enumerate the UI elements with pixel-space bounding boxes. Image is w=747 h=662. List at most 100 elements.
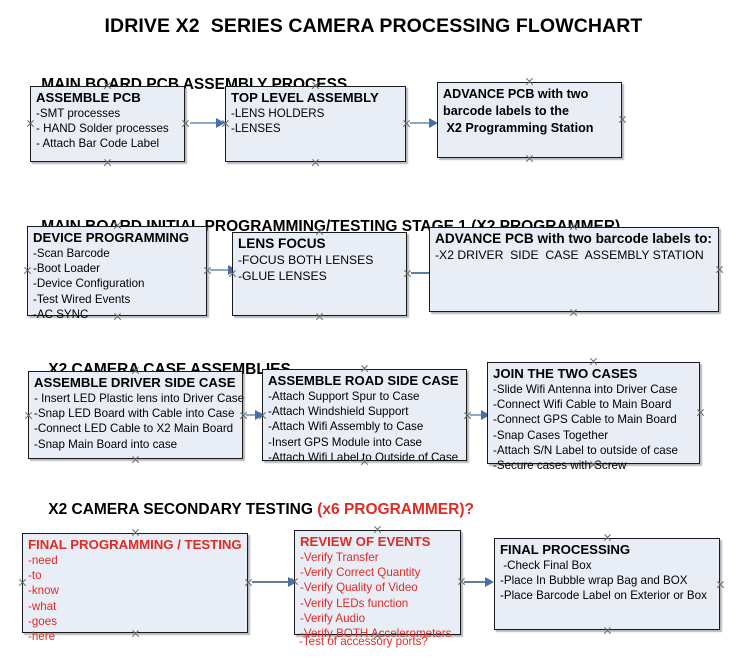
box-line: -Snap LED Board with Cable into Case xyxy=(34,407,235,421)
box-content: DEVICE PROGRAMMING -Scan Barcode -Boot L… xyxy=(28,227,206,322)
arrow-shaft xyxy=(252,581,289,583)
box-content: ASSEMBLE PCB -SMT processes - HAND Solde… xyxy=(31,87,184,152)
box-line: barcode labels to the xyxy=(443,104,569,118)
box-title: ASSEMBLE PCB xyxy=(36,90,141,105)
box-content: ASSEMBLE DRIVER SIDE CASE - Insert LED P… xyxy=(29,372,245,452)
process-box-final-programming-testing[interactable]: FINAL PROGRAMMING / TESTING -need -to -k… xyxy=(22,533,248,643)
connector-arrow xyxy=(190,118,225,128)
process-box-review-of-events[interactable]: REVIEW OF EVENTS -Verify Transfer -Verif… xyxy=(294,530,461,640)
box-line: -FOCUS BOTH LENSES xyxy=(238,253,374,267)
box-line: -Device Configuration xyxy=(33,277,145,291)
process-box-advance-pcb-programming-station[interactable]: ADVANCE PCB with two barcode labels to t… xyxy=(437,82,622,158)
process-box-assemble-road-side-case[interactable]: ASSEMBLE ROAD SIDE CASE -Attach Support … xyxy=(262,369,467,464)
box-overflow-line: -Test of accessory ports? xyxy=(299,635,428,648)
arrow-head-icon xyxy=(288,577,297,587)
box-title: ASSEMBLE ROAD SIDE CASE xyxy=(268,373,459,388)
box-title: ADVANCE PCB with two barcode labels to: xyxy=(435,231,712,246)
box-title: DEVICE PROGRAMMING xyxy=(33,230,190,245)
box-title: JOIN THE TWO CASES xyxy=(493,366,638,381)
box-line: -Snap Cases Together xyxy=(493,428,609,442)
box-line: -Connect LED Cable to X2 Main Board xyxy=(34,422,234,436)
connector-arrow xyxy=(252,577,297,587)
box-line: -LENS HOLDERS xyxy=(231,107,325,120)
arrow-head-icon xyxy=(429,118,438,128)
section-heading-x2-camera-secondary-testing: X2 CAMERA SECONDARY TESTING (x6 PROGRAMM… xyxy=(31,483,474,537)
box-line: -Place Barcode Label on Exterior or Box xyxy=(500,589,707,603)
section-heading-text: X2 CAMERA SECONDARY TESTING xyxy=(48,501,318,518)
box-line: -Verify LEDs function xyxy=(300,596,409,610)
arrow-shaft xyxy=(411,272,430,274)
process-box-final-processing[interactable]: FINAL PROCESSING -Check Final Box -Place… xyxy=(494,538,720,630)
arrow-shaft xyxy=(190,122,217,124)
box-content: ASSEMBLE ROAD SIDE CASE -Attach Support … xyxy=(263,370,466,465)
process-box-device-programming[interactable]: DEVICE PROGRAMMING -Scan Barcode -Boot L… xyxy=(27,226,207,321)
box-line: -Attach Wifi Assembly to Case xyxy=(268,420,424,434)
box-line: -Verify Quality of Video xyxy=(300,581,418,595)
arrow-shaft xyxy=(210,269,229,271)
box-line: -Connect Wifi Cable to Main Board xyxy=(493,398,672,412)
box-line: -Verify Correct Quantity xyxy=(300,566,421,580)
box-line: -what xyxy=(28,599,57,613)
process-box-advance-pcb-driver-side-case[interactable]: ADVANCE PCB with two barcode labels to: … xyxy=(429,227,719,312)
box-content: ADVANCE PCB with two barcode labels to: … xyxy=(430,228,718,263)
box-title: ASSEMBLE DRIVER SIDE CASE xyxy=(34,375,236,390)
arrow-shaft xyxy=(246,414,256,416)
box-line: -Boot Loader xyxy=(33,262,101,276)
box-line: -here xyxy=(28,630,56,644)
process-box-assemble-driver-side-case[interactable]: ASSEMBLE DRIVER SIDE CASE - Insert LED P… xyxy=(28,371,245,459)
box-content: TOP LEVEL ASSEMBLY -LENS HOLDERS -LENSES xyxy=(226,87,405,136)
box-title: FINAL PROCESSING xyxy=(500,542,631,557)
arrow-head-icon xyxy=(255,410,264,420)
box-line: X2 Programming Station xyxy=(443,121,594,135)
box-line: - HAND Solder processes xyxy=(36,122,169,136)
box-line: -to xyxy=(28,569,42,583)
arrow-shaft xyxy=(410,122,430,124)
box-line: -Attach Wifi Label to Outside of Case xyxy=(268,450,459,464)
box-content: FINAL PROCESSING -Check Final Box -Place… xyxy=(495,539,719,604)
box-title: REVIEW OF EVENTS xyxy=(300,534,431,549)
box-content: FINAL PROGRAMMING / TESTING -need -to -k… xyxy=(23,534,247,644)
box-title: TOP LEVEL ASSEMBLY xyxy=(231,90,379,105)
connector-arrow xyxy=(246,410,264,420)
page-title: IDRIVE X2 SERIES CAMERA PROCESSING FLOWC… xyxy=(104,15,643,37)
box-line: -SMT processes xyxy=(36,107,121,120)
arrow-shaft xyxy=(464,581,486,583)
arrow-head-icon xyxy=(216,118,225,128)
connector-arrow xyxy=(464,577,494,587)
box-line: - Insert LED Plastic lens into Driver Ca… xyxy=(34,392,245,405)
connector-arrow xyxy=(470,410,490,420)
arrow-head-icon xyxy=(485,577,494,587)
section-heading-note: (x6 PROGRAMMER)? xyxy=(317,501,474,518)
box-line: -Check Final Box xyxy=(500,559,592,572)
box-line: -Verify Transfer xyxy=(300,551,379,564)
process-box-top-level-assembly[interactable]: TOP LEVEL ASSEMBLY -LENS HOLDERS -LENSES xyxy=(225,86,406,162)
box-line: -X2 DRIVER SIDE CASE ASSEMBLY STATION xyxy=(435,248,704,262)
connector-arrow xyxy=(410,118,438,128)
box-line: - Attach Bar Code Label xyxy=(36,137,160,151)
arrow-shaft xyxy=(470,414,482,416)
box-line: -goes xyxy=(28,614,58,628)
box-line: -Attach Windshield Support xyxy=(268,405,409,419)
box-line: -Verify BOTH Accelerometers xyxy=(300,627,452,641)
box-line: -Slide Wifi Antenna into Driver Case xyxy=(493,383,678,396)
box-content: REVIEW OF EVENTS -Verify Transfer -Verif… xyxy=(295,531,460,641)
process-box-assemble-pcb[interactable]: ASSEMBLE PCB -SMT processes - HAND Solde… xyxy=(30,86,185,162)
box-title: FINAL PROGRAMMING / TESTING xyxy=(28,537,242,552)
box-line: -Attach S/N Label to outside of case xyxy=(493,443,678,457)
box-line: -Secure cases with Screw xyxy=(493,459,627,473)
box-line: -Place In Bubble wrap Bag and BOX xyxy=(500,574,688,588)
box-line: -know xyxy=(28,584,59,598)
box-content: LENS FOCUS -FOCUS BOTH LENSES -GLUE LENS… xyxy=(233,233,406,284)
process-box-lens-focus[interactable]: LENS FOCUS -FOCUS BOTH LENSES -GLUE LENS… xyxy=(232,232,407,316)
box-line: -Attach Support Spur to Case xyxy=(268,390,420,403)
box-line: -Test Wired Events xyxy=(33,292,131,306)
box-line: -Scan Barcode xyxy=(33,247,110,260)
box-line: -need xyxy=(28,554,58,567)
box-line: -LENSES xyxy=(231,122,281,136)
process-box-join-the-two-cases[interactable]: JOIN THE TWO CASES -Slide Wifi Antenna i… xyxy=(487,362,700,472)
box-content: JOIN THE TWO CASES -Slide Wifi Antenna i… xyxy=(488,363,699,473)
box-line: -GLUE LENSES xyxy=(238,269,327,283)
box-line: -Insert GPS Module into Case xyxy=(268,435,423,449)
box-line: -AC SYNC xyxy=(33,307,89,321)
